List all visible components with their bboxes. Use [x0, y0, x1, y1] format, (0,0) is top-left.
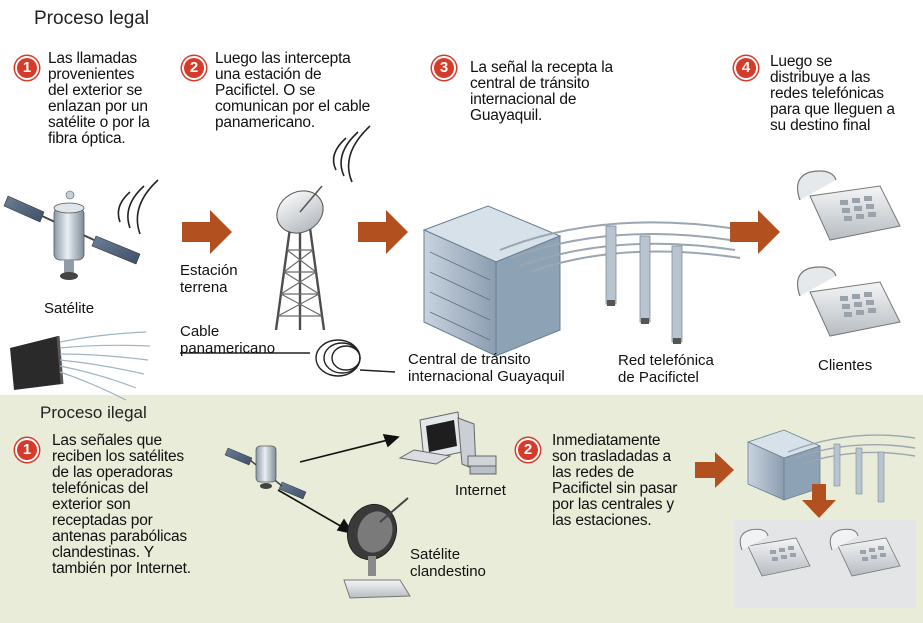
- step-badge: 4: [734, 56, 758, 80]
- computer-icon: [398, 411, 497, 475]
- flow-arrow-icon: [695, 452, 734, 488]
- telephone-icon: [739, 528, 811, 577]
- step-badge: 3: [432, 56, 456, 80]
- ground-station-tower-icon: [274, 125, 371, 331]
- illegal-title: Proceso ilegal: [40, 403, 147, 422]
- satellite-icon: [3, 179, 159, 280]
- network-label: Red telefónica de Pacifictel: [618, 352, 714, 386]
- satellite-label: Satélite: [44, 300, 95, 317]
- step-badge: 1: [15, 56, 39, 80]
- flow-arrow-icon: [182, 210, 232, 254]
- clients-label: Clientes: [818, 357, 873, 374]
- flow-arrow-icon: [802, 484, 836, 518]
- legal-step-1-text: Las llamadas provenientes del exterior s…: [48, 50, 150, 147]
- flow-arrow-icon: [358, 210, 408, 254]
- internet-label: Internet: [455, 482, 506, 499]
- step-badge: 2: [182, 56, 206, 80]
- transit-central-icon: [746, 429, 916, 503]
- transit-central-icon: [422, 205, 741, 357]
- ground-station-label: Estación terrena: [180, 262, 238, 296]
- legal-step-2-text: Luego las intercepta una estación de Pac…: [215, 50, 370, 131]
- fiber-optic-icon: [10, 331, 151, 401]
- cable-label: Cable panamericano: [180, 323, 276, 357]
- legal-title: Proceso legal: [34, 8, 150, 29]
- satellite-icon: [224, 445, 307, 500]
- telephone-icon: [829, 528, 901, 577]
- step-badge: 2: [516, 438, 540, 462]
- legal-step-3-text: La señal la recepta la central de tránsi…: [470, 59, 613, 124]
- cable-coil-icon: [180, 339, 396, 377]
- step-badge: 1: [15, 438, 39, 462]
- illegal-step-1-text: Las señales que reciben los satélites de…: [52, 432, 191, 577]
- flow-arrow-icon: [730, 210, 780, 254]
- clandestine-satellite-label: Satélite clandestino: [410, 546, 486, 580]
- central-label: Central de tránsito internacional Guayaq…: [408, 351, 565, 385]
- legal-step-4-text: Luego se distribuye a las redes telefóni…: [770, 53, 895, 134]
- satellite-dish-icon: [343, 497, 411, 599]
- illegal-step-2-text: Inmediatamente son trasladadas a las red…: [552, 432, 678, 529]
- telephone-icon: [797, 266, 901, 337]
- signal-arrow-icon: [277, 434, 400, 535]
- telephone-icon: [797, 170, 901, 241]
